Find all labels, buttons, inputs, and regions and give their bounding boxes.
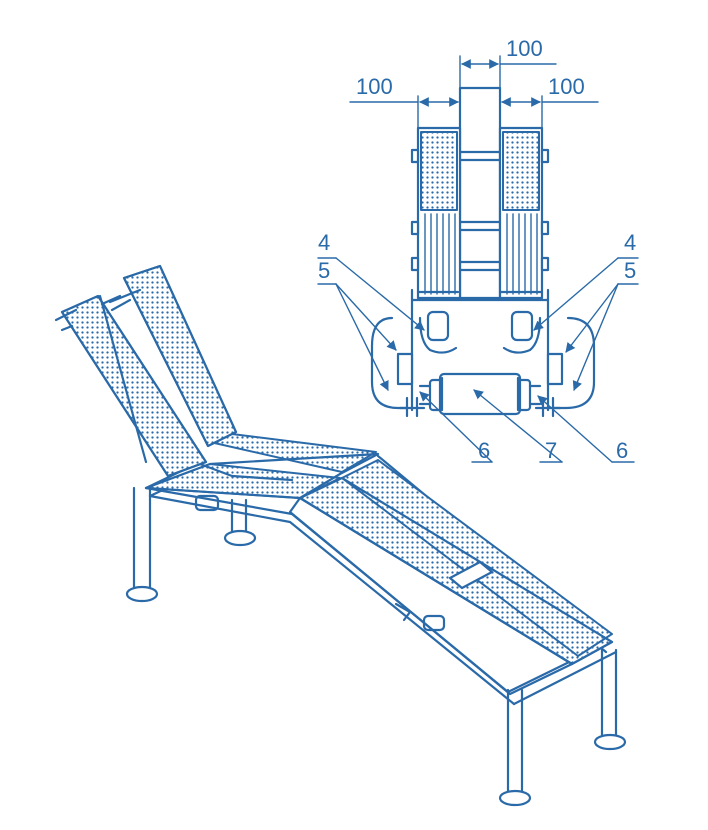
callout-left-5: 5	[318, 258, 330, 283]
dimension-right-label: 100	[548, 74, 585, 99]
callout-left-6: 6	[478, 438, 490, 463]
callout-right-5: 5	[624, 258, 636, 283]
right-grip	[502, 310, 542, 354]
dimension-left-label: 100	[356, 74, 393, 99]
callout-right-6: 6	[616, 438, 628, 463]
right-foot-rest	[546, 316, 596, 410]
dimension-right: 100	[499, 74, 599, 129]
left-grip	[418, 310, 458, 354]
dimension-top: 100	[459, 36, 557, 89]
leg-rest-boards	[288, 459, 614, 696]
front-legs	[422, 614, 627, 807]
callout-right-4: 4	[624, 230, 636, 255]
plan-left-board	[410, 126, 462, 300]
plan-view: 100 100 100 4 5	[317, 36, 639, 463]
roller-assembly	[418, 372, 542, 416]
dimension-left: 100	[349, 74, 461, 129]
callout-bottom: 6 7 6	[419, 389, 635, 463]
left-foot-rest	[370, 316, 414, 410]
isometric-view	[54, 264, 627, 807]
plan-right-board	[498, 126, 550, 300]
callout-left-4-5: 4 5	[317, 230, 425, 391]
backrest-boards	[54, 264, 238, 478]
dimension-top-label: 100	[506, 36, 543, 61]
callout-left-4: 4	[318, 230, 330, 255]
callout-center-7: 7	[545, 438, 557, 463]
callout-right-4-5: 4 5	[533, 230, 639, 391]
